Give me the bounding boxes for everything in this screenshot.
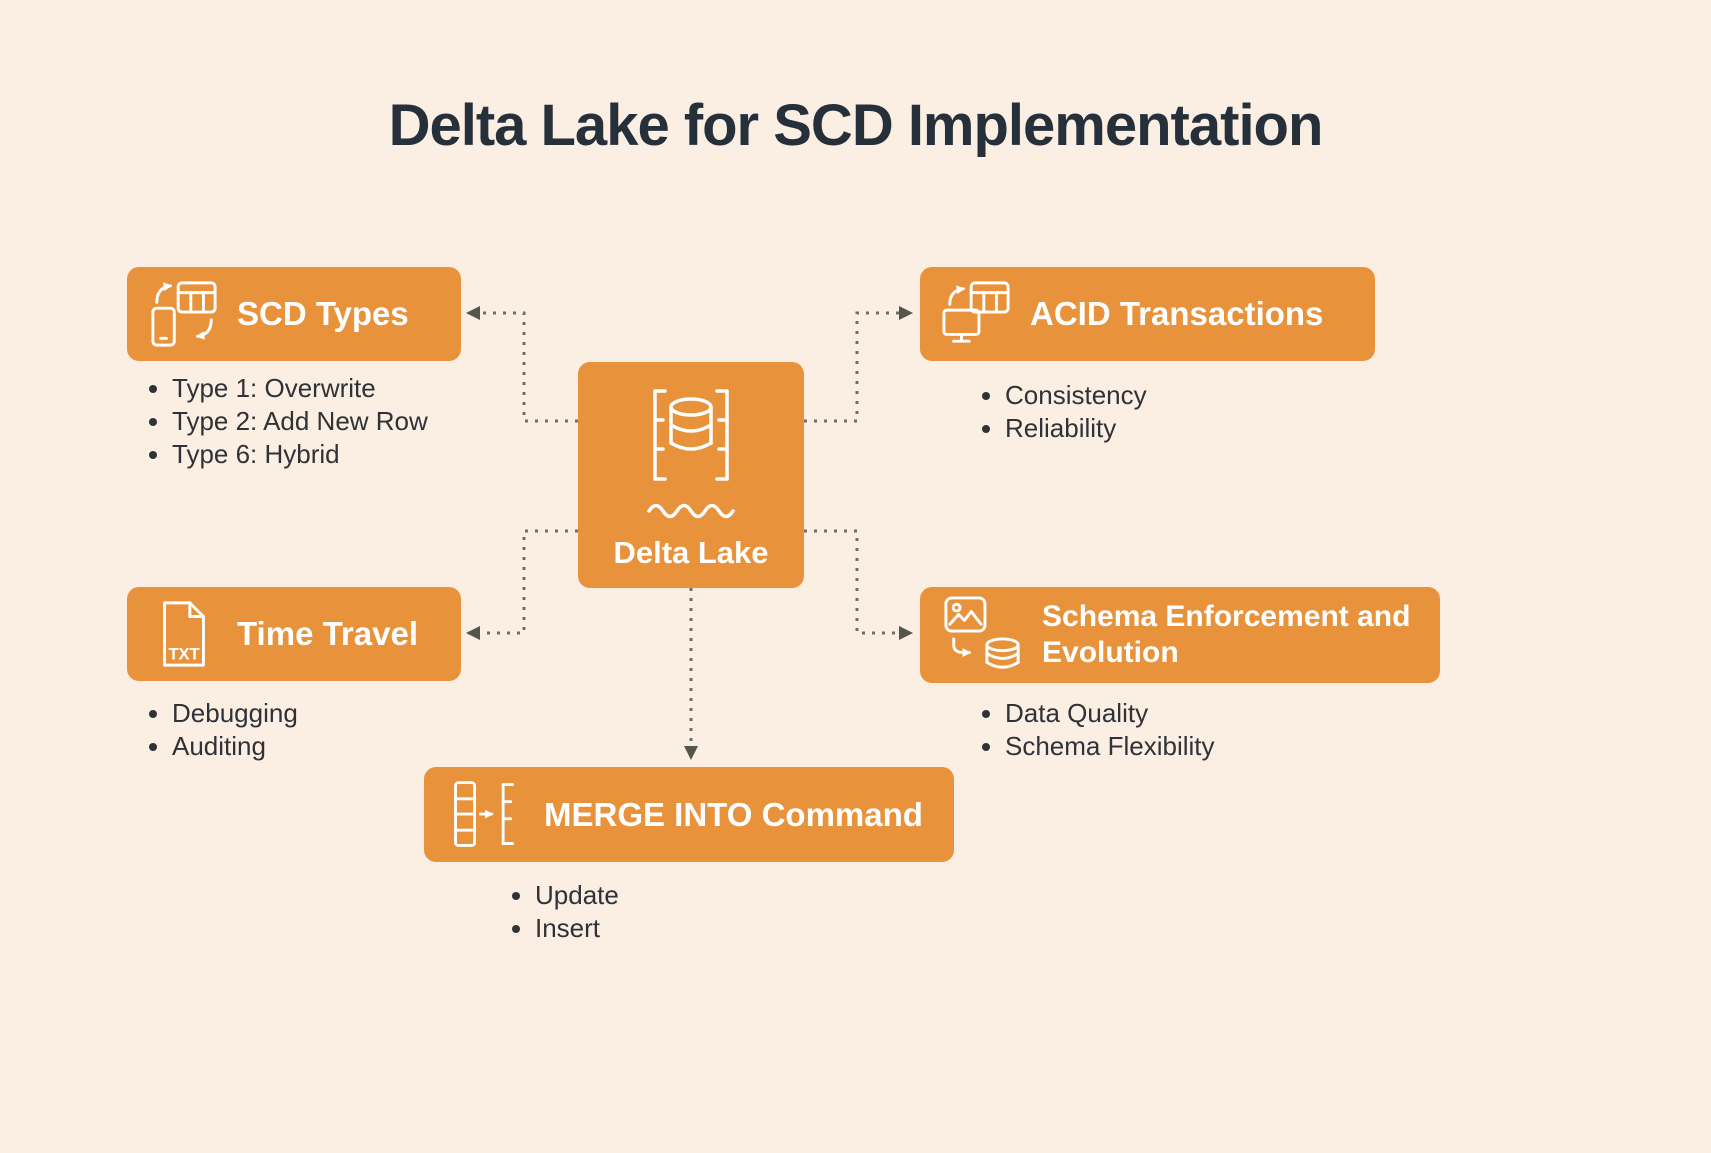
list-item: Consistency bbox=[1005, 379, 1147, 412]
merge-list: Update Insert bbox=[505, 879, 619, 945]
list-item: Type 2: Add New Row bbox=[172, 405, 428, 438]
list-item: Auditing bbox=[172, 730, 298, 763]
center-label: Delta Lake bbox=[613, 535, 769, 570]
node-merge-into-command: MERGE INTO Command bbox=[424, 767, 954, 862]
acid-list: Consistency Reliability bbox=[975, 379, 1147, 445]
list-item: Type 6: Hybrid bbox=[172, 438, 428, 471]
table-sync-icon bbox=[149, 279, 219, 349]
node-time-travel: TXT Time Travel bbox=[127, 587, 461, 681]
node-label: SCD Types bbox=[237, 295, 409, 333]
list-item: Data Quality bbox=[1005, 697, 1215, 730]
list-item: Schema Flexibility bbox=[1005, 730, 1215, 763]
list-item: Insert bbox=[535, 912, 619, 945]
page-title: Delta Lake for SCD Implementation bbox=[388, 93, 1324, 158]
txt-document-icon: TXT bbox=[149, 599, 219, 669]
node-schema-enforcement: Schema Enforcement and Evolution bbox=[920, 587, 1440, 683]
node-scd-types: SCD Types bbox=[127, 267, 461, 361]
node-label: Time Travel bbox=[237, 615, 419, 653]
connector-center-to-scd-types bbox=[466, 306, 578, 423]
scd-types-list: Type 1: Overwrite Type 2: Add New Row Ty… bbox=[142, 372, 428, 471]
list-item: Reliability bbox=[1005, 412, 1147, 445]
schema-list: Data Quality Schema Flexibility bbox=[975, 697, 1215, 763]
merge-tables-icon bbox=[446, 775, 526, 855]
time-travel-list: Debugging Auditing bbox=[142, 697, 298, 763]
connector-center-to-schema bbox=[804, 529, 913, 640]
monitor-table-sync-icon bbox=[942, 279, 1012, 349]
list-item: Debugging bbox=[172, 697, 298, 730]
node-label: MERGE INTO Command bbox=[544, 795, 923, 833]
node-acid-transactions: ACID Transactions bbox=[920, 267, 1375, 361]
node-delta-lake-center: Delta Lake bbox=[578, 362, 804, 588]
node-label: Schema Enforcement and Evolution bbox=[1042, 600, 1411, 669]
txt-label: TXT bbox=[168, 644, 199, 663]
node-label: ACID Transactions bbox=[1030, 295, 1324, 333]
list-item: Update bbox=[535, 879, 619, 912]
list-item: Type 1: Overwrite bbox=[172, 372, 428, 405]
connector-center-to-time-travel bbox=[466, 529, 578, 640]
image-to-database-icon bbox=[942, 594, 1024, 676]
delta-lake-icon bbox=[621, 379, 761, 529]
connector-center-to-acid bbox=[804, 306, 913, 423]
